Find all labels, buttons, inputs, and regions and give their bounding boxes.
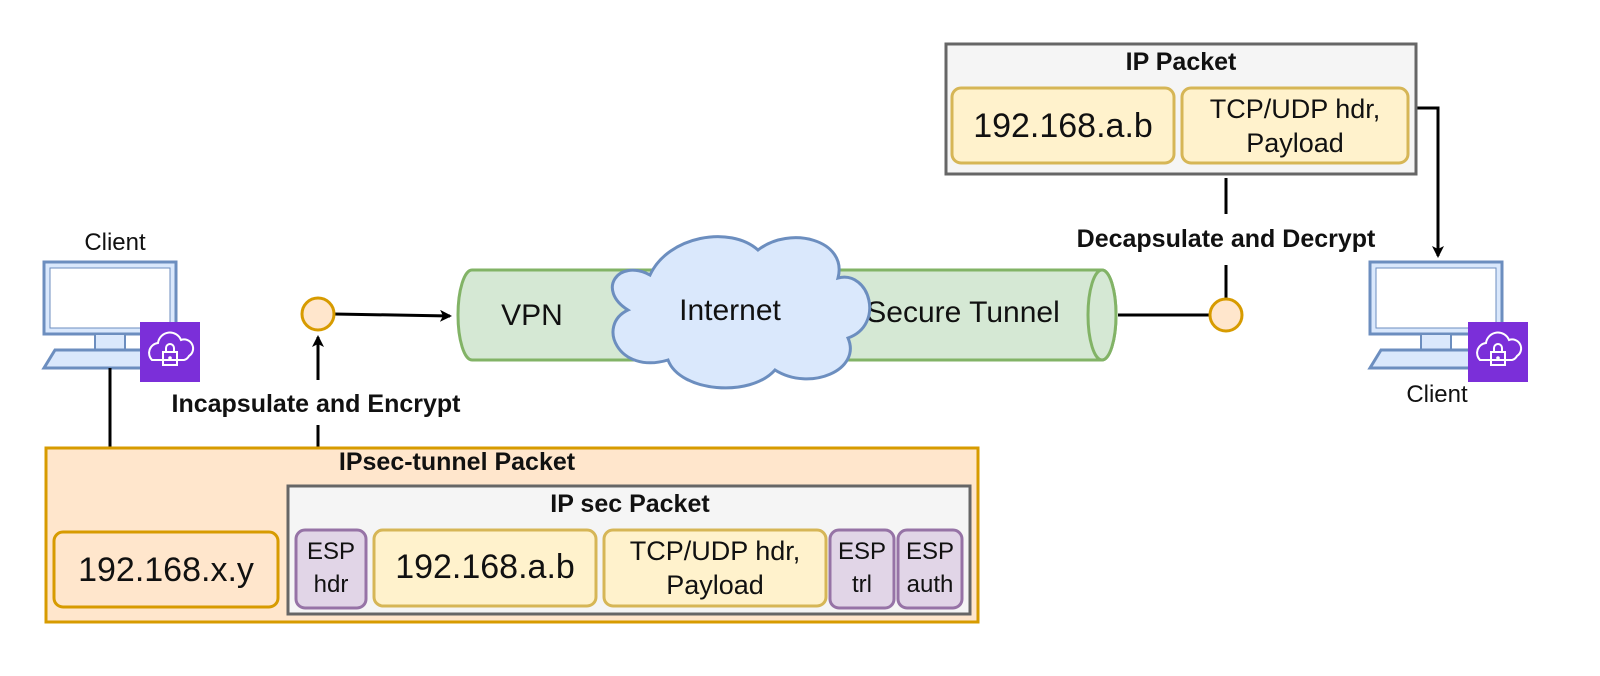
secure-tunnel-label: Secure Tunnel: [866, 296, 1059, 329]
right-client-label: Client: [1406, 381, 1468, 408]
ip-packet[interactable]: IP Packet 192.168.a.b TCP/UDP hdr, Paylo…: [944, 42, 1418, 176]
decap-point[interactable]: [1208, 297, 1244, 333]
left-client[interactable]: Client: [41, 229, 200, 382]
ip-packet-to-client-arrow: [1408, 106, 1444, 258]
ip-packet-title: IP Packet: [1126, 48, 1237, 76]
ip-packet-address: 192.168.a.b: [973, 107, 1153, 145]
ipsec-tunnel-title: IPsec-tunnel Packet: [339, 448, 576, 476]
ipsec-packet[interactable]: IP sec Packet ESP hdr 192.168.a.b TCP/UD…: [286, 484, 972, 616]
esp-trl-line2: trl: [852, 571, 872, 598]
vpn-lock-icon: [140, 322, 200, 382]
esp-trl-line1: ESP: [838, 538, 886, 565]
decap-label: Decapsulate and Decrypt: [1077, 225, 1376, 253]
ip-packet-payload-line2: Payload: [1246, 128, 1344, 158]
vpn-lock-icon: [1468, 322, 1528, 382]
ipsec-packet-title: IP sec Packet: [550, 490, 710, 518]
ipsec-tunnel-packet[interactable]: IPsec-tunnel Packet 192.168.x.y IP sec P…: [44, 446, 980, 624]
right-client[interactable]: Client: [1367, 260, 1528, 408]
internet-label: Internet: [679, 294, 781, 327]
esp-hdr-line1: ESP: [307, 538, 355, 565]
inner-address: 192.168.a.b: [395, 548, 575, 586]
inner-payload-line1: TCP/UDP hdr,: [630, 536, 801, 566]
esp-hdr-field[interactable]: ESP hdr: [294, 528, 368, 610]
internet-cloud[interactable]: Internet: [610, 235, 872, 390]
esp-auth-line2: auth: [907, 571, 954, 598]
ip-packet-address-field[interactable]: 192.168.a.b: [950, 86, 1176, 165]
esp-auth-field[interactable]: ESP auth: [896, 528, 964, 610]
inner-payload-line2: Payload: [666, 570, 764, 600]
left-client-label: Client: [84, 229, 146, 256]
vpn-label: VPN: [501, 299, 563, 332]
ip-packet-payload-line1: TCP/UDP hdr,: [1210, 94, 1381, 124]
esp-auth-line1: ESP: [906, 538, 954, 565]
encap-label: Incapsulate and Encrypt: [172, 390, 462, 418]
esp-hdr-line2: hdr: [314, 571, 349, 598]
outer-address-field[interactable]: 192.168.x.y: [52, 530, 280, 609]
inner-address-field[interactable]: 192.168.a.b: [372, 528, 598, 608]
encap-arrow-to-tunnel: [333, 309, 452, 322]
outer-address: 192.168.x.y: [78, 551, 254, 589]
esp-trl-field[interactable]: ESP trl: [828, 528, 896, 610]
ip-packet-payload-field[interactable]: TCP/UDP hdr, Payload: [1180, 86, 1410, 165]
encap-point[interactable]: [300, 296, 336, 332]
inner-payload-field[interactable]: TCP/UDP hdr, Payload: [602, 528, 828, 608]
